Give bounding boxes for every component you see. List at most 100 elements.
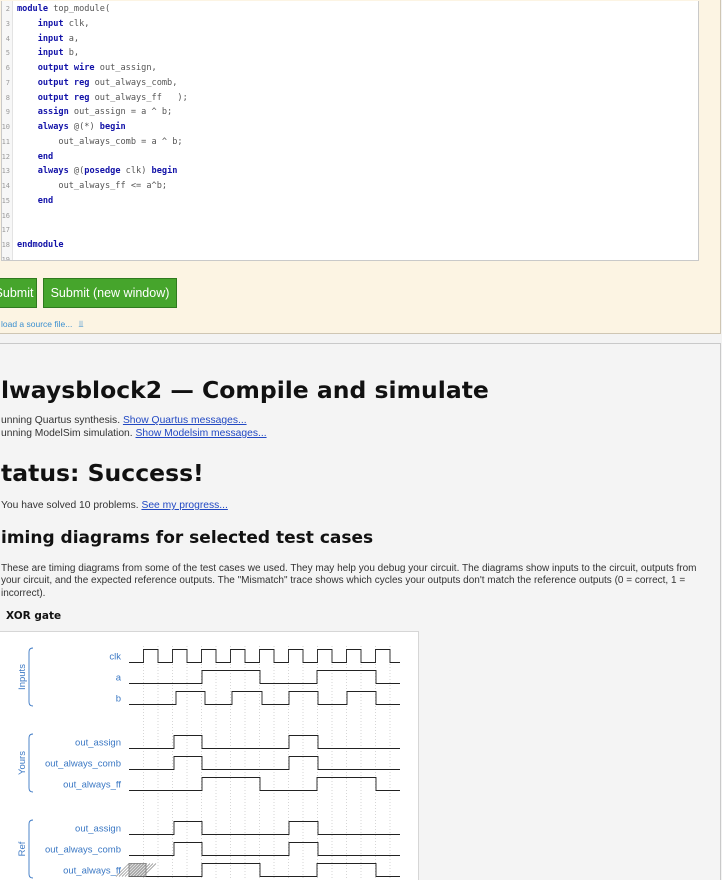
- upload-source-link[interactable]: load a source file... ⫫: [1, 319, 83, 330]
- hatch-line: [136, 863, 151, 877]
- timing-description: These are timing diagrams from some of t…: [1, 563, 697, 599]
- code-keyword: end: [17, 195, 54, 206]
- yours-out-assign-waveform: [129, 735, 400, 749]
- code-text: out_always_ff <= a^b;: [17, 181, 168, 191]
- line-number-gutter: 2 3 4 5 6 7 8 9 10 11 12 13 14 15 16 17 18 19: [2, 1, 13, 260]
- see-my-progress-link[interactable]: See my progress...: [141, 500, 228, 511]
- signal-label: out_assign: [75, 824, 121, 835]
- signal-label: out_always_comb: [45, 845, 121, 856]
- hatch-line: [124, 863, 139, 877]
- code-line: out_always_ff <= a^b;: [17, 181, 167, 191]
- line-number: 18: [1, 241, 10, 249]
- signal-label: out_always_comb: [45, 759, 121, 770]
- line-number: 6: [5, 64, 10, 72]
- code-editor[interactable]: 2 3 4 5 6 7 8 9 10 11 12 13 14 15 16 17 18 19 module top_…: [1, 1, 699, 261]
- code-line: out_always_comb = a ^ b;: [17, 137, 182, 147]
- hatch-line: [142, 863, 157, 877]
- modelsim-status-text: unning ModelSim simulation.: [1, 428, 133, 439]
- signal-label: a: [116, 673, 122, 684]
- line-number: 12: [1, 152, 10, 161]
- line-number: 13: [1, 167, 10, 176]
- code-text: out_always_ff );: [89, 92, 188, 103]
- upload-source-label: load a source file...: [1, 319, 73, 329]
- code-line: module top_module(: [17, 4, 110, 14]
- code-keyword: endmodule: [17, 240, 64, 250]
- group-bracket: [28, 819, 34, 879]
- line-number: 14: [1, 182, 10, 190]
- hatch-line: [133, 863, 148, 877]
- code-editor-panel: 2 3 4 5 6 7 8 9 10 11 12 13 14 15 16 17 18 19 module top_…: [0, 0, 721, 334]
- code-line: output wire out_assign,: [17, 63, 157, 73]
- code-line: always @(*) begin: [17, 122, 126, 132]
- code-text: clk): [120, 166, 152, 177]
- show-modelsim-messages-link[interactable]: Show Modelsim messages...: [135, 428, 267, 439]
- double-chevron-down-icon: ⫫: [78, 319, 84, 329]
- modelsim-status-line: unning ModelSim simulation. Show Modelsi…: [1, 428, 267, 439]
- timing-diagram-svg: clkabout_assignout_always_combout_always…: [17, 646, 400, 880]
- b-waveform: [129, 691, 400, 705]
- group-bracket: [28, 647, 34, 707]
- line-number: 19: [1, 255, 10, 261]
- line-number: 16: [1, 211, 10, 220]
- signal-label: clk: [109, 652, 121, 663]
- clk-waveform: [129, 649, 400, 663]
- line-number: 3: [5, 19, 10, 28]
- code-text: b,: [63, 48, 80, 59]
- line-number: 10: [1, 123, 10, 131]
- hatch-line: [115, 863, 130, 877]
- a-waveform: [129, 670, 400, 684]
- line-number: 8: [5, 93, 10, 102]
- code-keyword: posedge: [84, 166, 121, 177]
- code-keyword: end: [17, 151, 54, 162]
- line-number: 5: [5, 49, 10, 58]
- code-keyword: output reg: [17, 92, 90, 103]
- code-line: endmodule: [17, 240, 64, 250]
- show-quartus-messages-link[interactable]: Show Quartus messages...: [122, 415, 247, 426]
- code-text: top_module(: [48, 4, 111, 14]
- code-keyword: output reg: [17, 77, 90, 88]
- code-line: output reg out_always_ff );: [17, 93, 188, 103]
- group-bracket: [28, 733, 34, 793]
- signal-label: out_assign: [75, 738, 121, 749]
- quartus-status-text: unning Quartus synthesis.: [1, 415, 121, 426]
- code-text: out_assign,: [94, 63, 157, 73]
- code-text: @(: [68, 166, 85, 177]
- quartus-status-line: unning Quartus synthesis. Show Quartus m…: [1, 415, 247, 426]
- line-number: 4: [5, 34, 10, 43]
- signal-label: out_always_ff: [63, 780, 121, 791]
- code-keyword: input: [17, 48, 64, 59]
- line-number: 11: [1, 137, 10, 146]
- submit-button[interactable]: Submit: [0, 278, 37, 308]
- code-text: @(*): [68, 122, 100, 132]
- code-line: assign out_assign = a ^ b;: [17, 107, 173, 118]
- line-number: 17: [1, 226, 10, 235]
- line-number: 15: [1, 196, 10, 205]
- code-keyword: begin: [99, 122, 126, 132]
- signal-label: out_always_ff: [63, 866, 121, 877]
- code-text: out_assign = a ^ b;: [68, 107, 173, 118]
- code-line: always @(posedge clk) begin: [17, 166, 178, 177]
- code-line: input b,: [17, 48, 79, 58]
- group-label: Yours: [17, 751, 28, 775]
- group-label: Inputs: [17, 664, 28, 690]
- line-number: 2: [5, 5, 10, 13]
- progress-text: You have solved 10 problems.: [1, 500, 139, 511]
- hatch-line: [118, 863, 133, 877]
- ref-out-always-ff-waveform: [129, 863, 400, 877]
- line-number: 7: [5, 78, 10, 87]
- code-keyword: input: [17, 18, 64, 29]
- hatch-line: [139, 863, 154, 877]
- submit-new-window-button[interactable]: Submit (new window): [43, 278, 177, 308]
- code-line: output reg out_always_comb,: [17, 77, 178, 88]
- code-line: end: [17, 151, 54, 162]
- ref-out-assign-waveform: [129, 821, 400, 835]
- code-keyword: module: [17, 4, 49, 14]
- timing-diagrams-heading: iming diagrams for selected test cases: [1, 528, 374, 548]
- code-keyword: output wire: [17, 63, 95, 73]
- yours-out-always-ff-waveform: [129, 777, 400, 791]
- status-heading: tatus: Success!: [1, 459, 204, 487]
- code-keyword: begin: [151, 166, 178, 177]
- test-case-title: XOR gate: [6, 610, 62, 622]
- line-number: 9: [5, 108, 10, 117]
- code-text: a,: [63, 33, 80, 44]
